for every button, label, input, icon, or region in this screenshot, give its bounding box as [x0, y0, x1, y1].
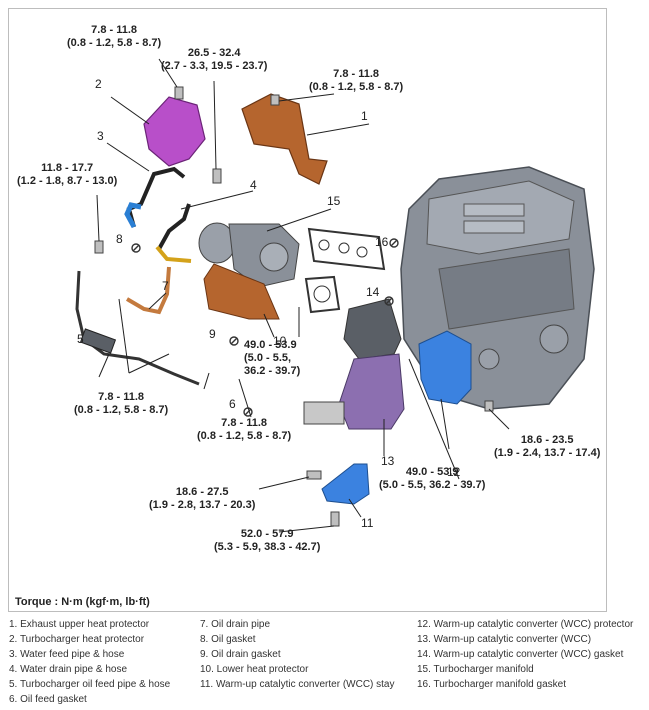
legend-item: 14. Warm-up catalytic converter (WCC) ga… — [417, 649, 624, 660]
turbocharger-heat-protector — [143, 96, 206, 167]
bolts — [94, 86, 494, 527]
wcc-gasket — [304, 275, 341, 314]
exhaust-upper-heat-protector — [241, 93, 328, 185]
legend-item: 2. Turbocharger heat protector — [9, 634, 145, 645]
wcc-protector — [418, 330, 472, 405]
torque-units-note: Torque : N·m (kgf·m, lb·ft) — [15, 596, 150, 608]
legend-item: 1. Exhaust upper heat protector — [9, 619, 150, 630]
torque-label-2: 26.5 - 32.4(2.7 - 3.3, 19.5 - 23.7) — [161, 47, 268, 72]
water-drain-hose — [155, 245, 192, 263]
legend-item: 13. Warm-up catalytic converter (WCC) — [417, 634, 592, 645]
legend-item: 5. Turbocharger oil feed pipe & hose — [9, 679, 171, 690]
water-feed-hose — [124, 202, 142, 229]
torque-label-6: 7.8 - 11.8(0.8 - 1.2, 5.8 - 8.7) — [74, 391, 169, 416]
parts-legend: 1. Exhaust upper heat protector 2. Turbo… — [9, 617, 649, 707]
lower-heat-protector — [203, 263, 280, 320]
oil-drain-pipe — [125, 266, 171, 315]
callout-3: 3 — [97, 129, 104, 143]
legend-item: 16. Turbocharger manifold gasket — [417, 679, 566, 690]
torque-label-4: 11.8 - 17.7(1.2 - 1.8, 8.7 - 13.0) — [17, 162, 118, 187]
exploded-diagram: 7.8 - 11.8(0.8 - 1.2, 5.8 - 8.7) 26.5 - … — [8, 8, 607, 594]
callout-1: 1 — [361, 109, 368, 123]
callout-11: 11 — [361, 516, 374, 530]
torque-label-3: 7.8 - 11.8(0.8 - 1.2, 5.8 - 8.7) — [309, 68, 404, 93]
torque-label-11: 52.0 - 57.9(5.3 - 5.9, 38.3 - 42.7) — [214, 528, 321, 553]
callout-12: 12 — [447, 465, 461, 479]
legend-item: 9. Oil drain gasket — [200, 649, 281, 660]
legend-item: 6. Oil feed gasket — [9, 694, 87, 705]
legend-item: 8. Oil gasket — [200, 634, 256, 645]
callout-14: 14 — [366, 285, 380, 299]
torque-label-7: 7.8 - 11.8(0.8 - 1.2, 5.8 - 8.7) — [197, 417, 292, 442]
warm-up-catalytic-converter — [303, 298, 405, 430]
turbocharger — [198, 222, 300, 288]
callout-16: 16 — [375, 235, 389, 249]
callout-2: 2 — [95, 77, 102, 91]
legend-item: 4. Water drain pipe & hose — [9, 664, 128, 675]
callout-5: 5 — [77, 332, 84, 346]
legend-item: 12. Warm-up catalytic converter (WCC) pr… — [417, 619, 634, 630]
water-feed-pipe — [126, 166, 186, 228]
callout-15: 15 — [327, 194, 341, 208]
leader-lines — [96, 58, 510, 533]
legend-item: 11. Warm-up catalytic converter (WCC) st… — [200, 679, 395, 690]
turbocharger-manifold-gasket — [307, 227, 386, 271]
legend-column-1: 1. Exhaust upper heat protector 2. Turbo… — [9, 617, 170, 707]
torque-label-9: 49.0 - 53.9(5.0 - 5.5, 36.2 - 39.7) — [379, 466, 486, 491]
callout-7: 7 — [162, 279, 169, 293]
diagram-artwork — [75, 58, 595, 533]
torque-label-8: 18.6 - 23.5(1.9 - 2.4, 13.7 - 17.4) — [494, 434, 601, 459]
torque-label-1: 7.8 - 11.8(0.8 - 1.2, 5.8 - 8.7) — [67, 24, 162, 49]
callout-4: 4 — [250, 178, 257, 192]
wcc-stay — [321, 463, 370, 505]
torque-units-row: Torque : N·m (kgf·m, lb·ft) — [8, 593, 607, 612]
callout-6: 6 — [229, 397, 236, 411]
torque-label-5: 49.0 - 53.9(5.0 - 5.5,36.2 - 39.7) — [244, 339, 301, 377]
oil-feed-pipe — [75, 270, 200, 386]
legend-item: 3. Water feed pipe & hose — [9, 649, 125, 660]
legend-item: 15. Turbocharger manifold — [417, 664, 534, 675]
callout-8: 8 — [116, 232, 123, 246]
legend-item: 10. Lower heat protector — [200, 664, 309, 675]
water-drain-pipe — [157, 203, 191, 250]
torque-label-10: 18.6 - 27.5(1.9 - 2.8, 13.7 - 20.3) — [149, 486, 256, 511]
callout-9: 9 — [209, 327, 216, 341]
legend-item: 7. Oil drain pipe — [200, 619, 271, 630]
callout-13: 13 — [381, 454, 395, 468]
callout-10: 10 — [273, 334, 287, 348]
legend-column-2: 7. Oil drain pipe 8. Oil gasket 9. Oil d… — [200, 617, 394, 692]
legend-column-3: 12. Warm-up catalytic converter (WCC) pr… — [417, 617, 633, 692]
